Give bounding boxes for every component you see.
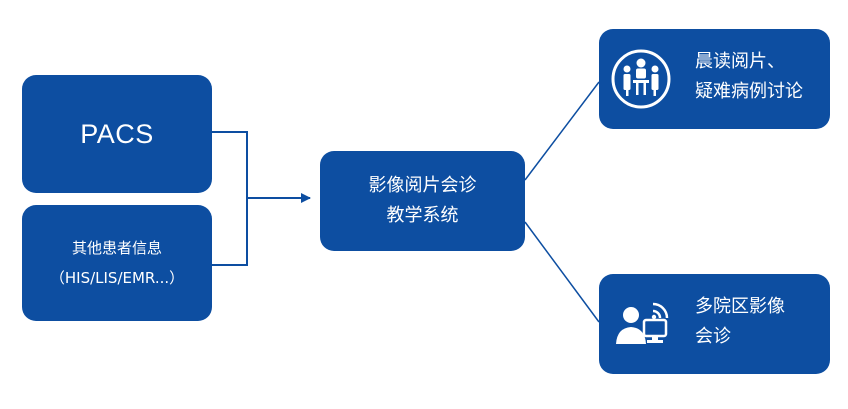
central-system-line2: 教学系统 (386, 205, 459, 226)
patient-info-sources: （HIS/LIS/EMR...） (49, 269, 185, 287)
line-to-remote (524, 221, 600, 323)
reading-discussion-line1: 晨读阅片、 (695, 51, 785, 72)
reading-discussion-text: 晨读阅片、 疑难病例讨论 (695, 47, 803, 107)
patient-info-box: 其他患者信息 （HIS/LIS/EMR...） (22, 205, 212, 321)
central-system-box: 影像阅片会诊 教学系统 (320, 151, 525, 251)
meeting-icon (609, 47, 673, 111)
patient-info-title: 其他患者信息 (71, 239, 162, 257)
multi-campus-consult-line1: 多院区影像 (695, 296, 785, 317)
pacs-box: PACS (22, 75, 212, 193)
multi-campus-consult-text: 多院区影像 会诊 (695, 292, 785, 352)
central-system-line1: 影像阅片会诊 (368, 175, 477, 196)
reading-discussion-line2: 疑难病例讨论 (695, 81, 803, 102)
bracket-line (212, 131, 248, 266)
multi-campus-consult-box: 多院区影像 会诊 (599, 274, 830, 374)
remote-consult-icon (609, 292, 673, 356)
pacs-label: PACS (80, 118, 154, 149)
reading-discussion-box: 晨读阅片、 疑难病例讨论 (599, 29, 830, 129)
line-to-reading (524, 81, 600, 181)
multi-campus-consult-line2: 会诊 (695, 326, 731, 347)
